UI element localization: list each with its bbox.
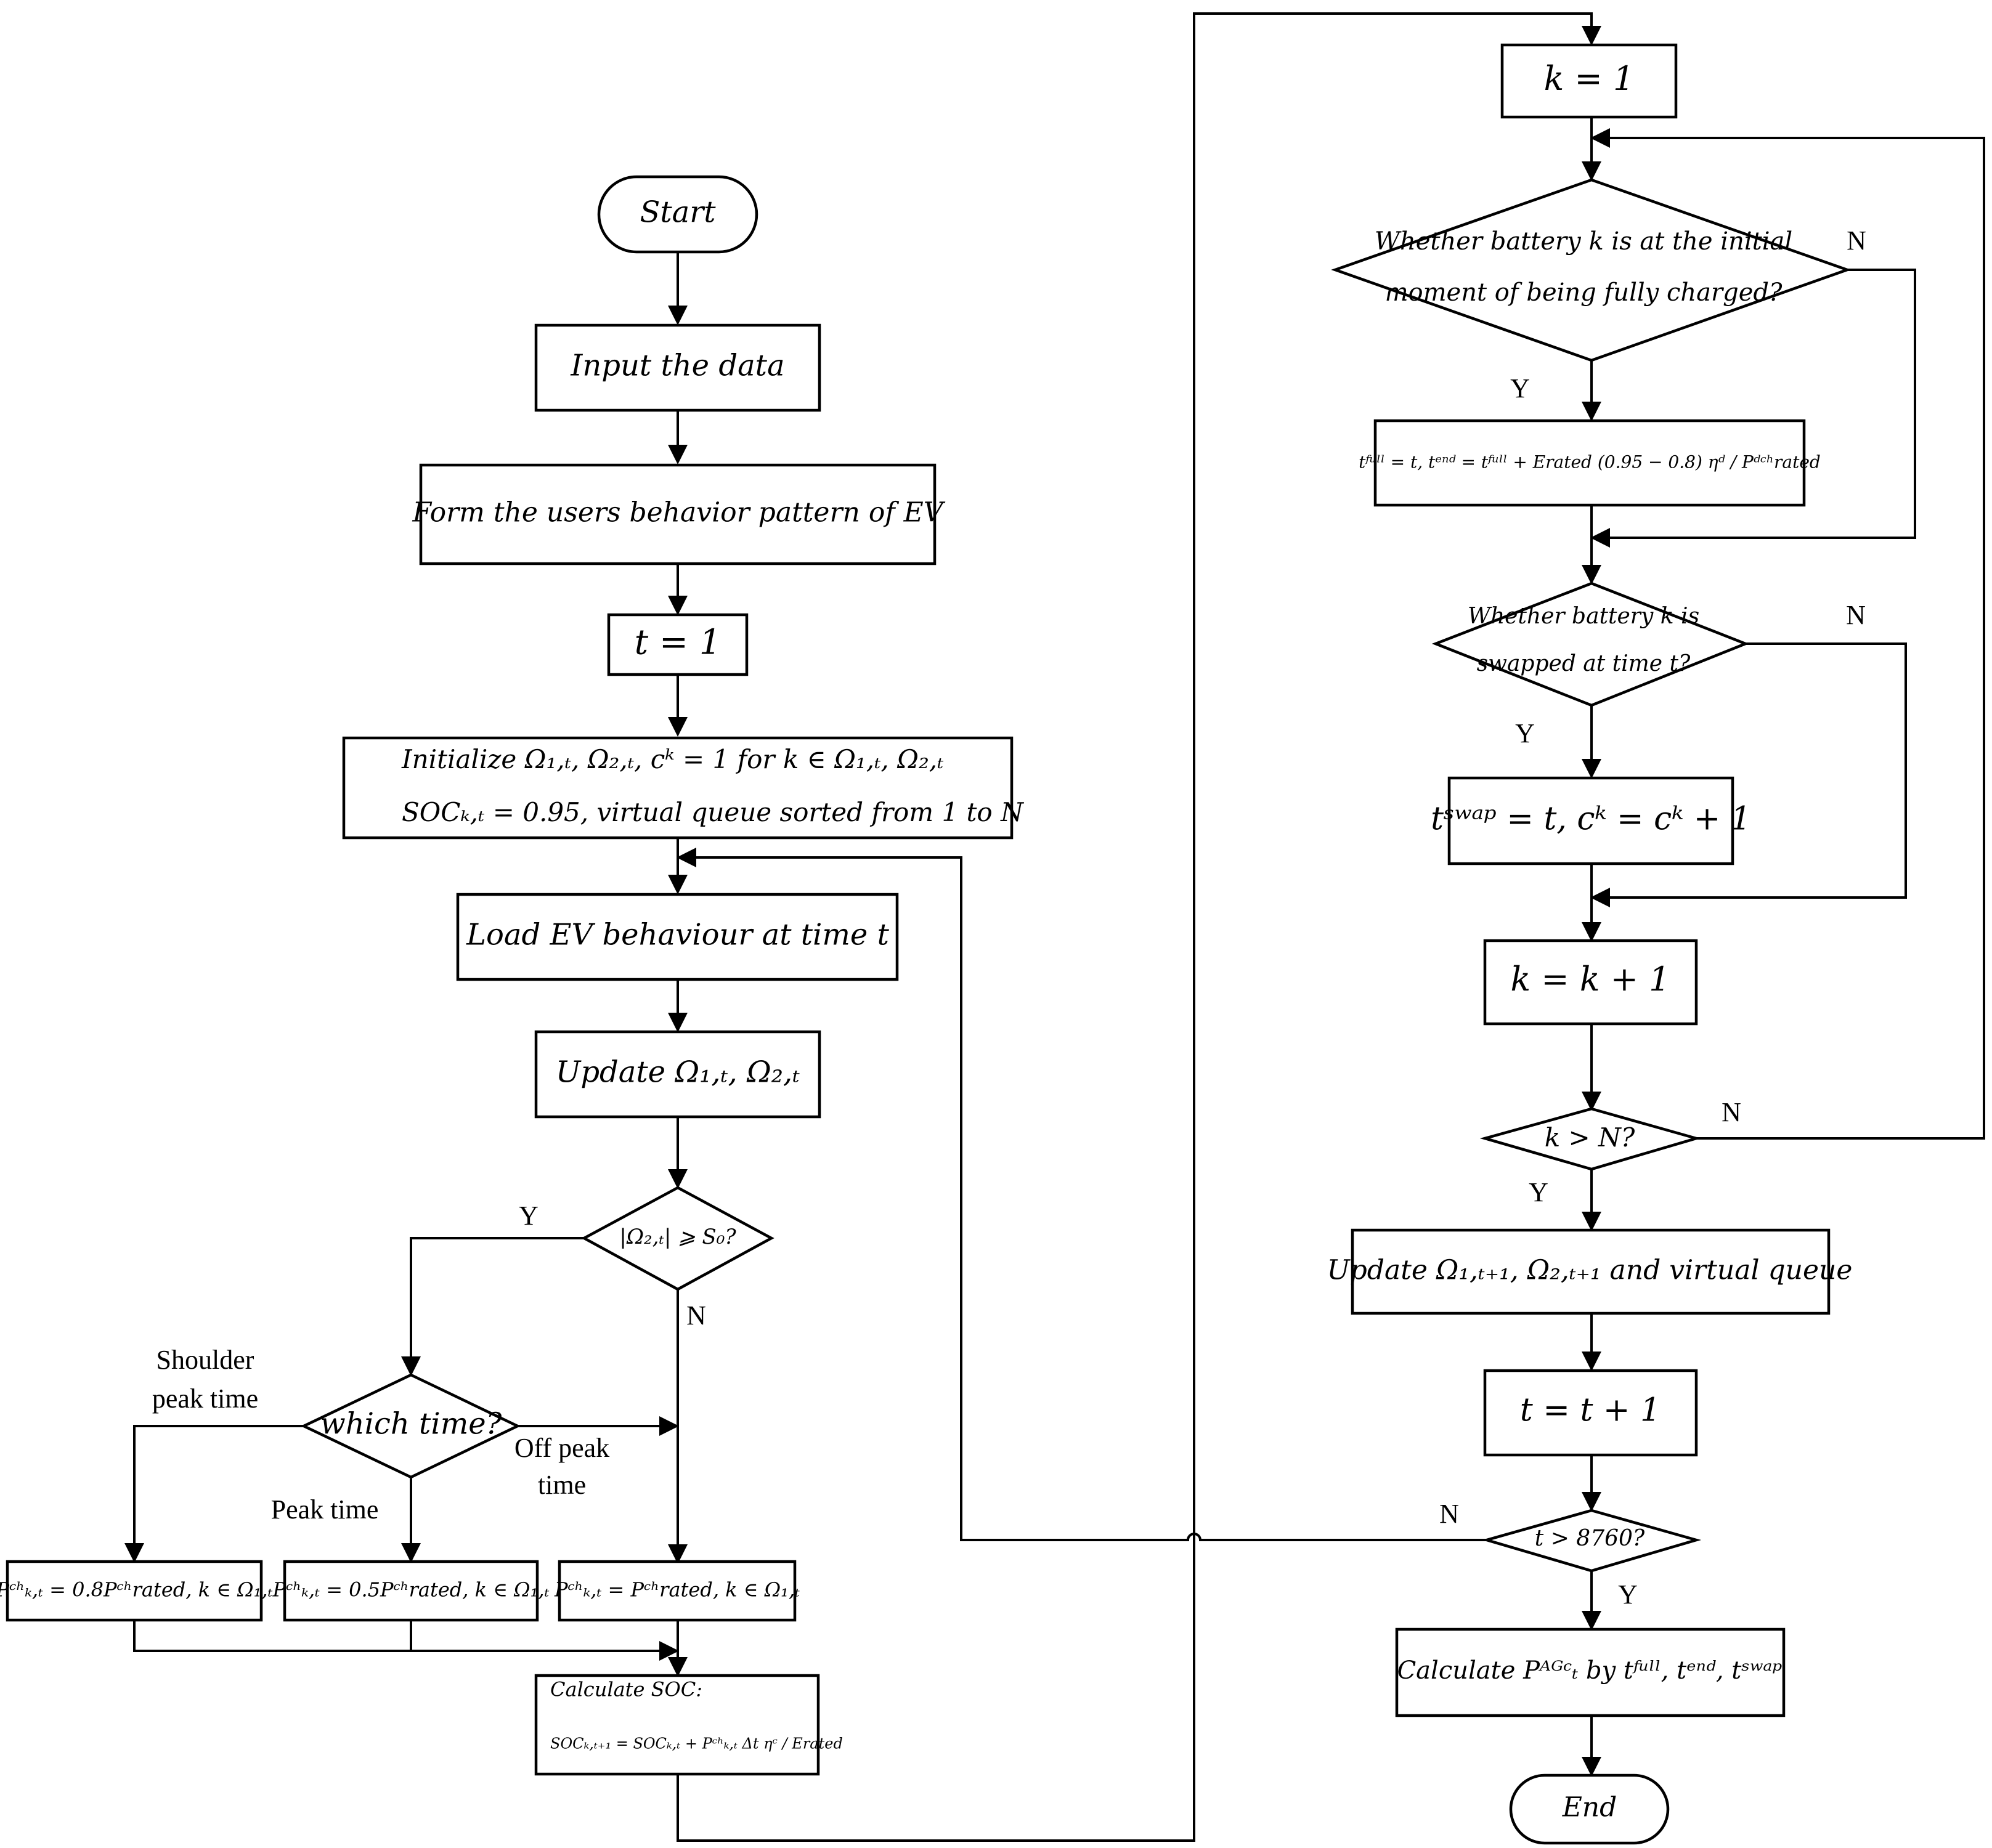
initialize-line-2: SOCₖ,ₜ = 0.95, virtual queue sorted from… [402,797,1024,827]
p-offpeak-label: Pᶜʰₖ,ₜ = Pᶜʰrated, k ∈ Ω₁,ₜ [554,1578,800,1602]
k-increment-label: k = k + 1 [1511,960,1670,999]
input-data-box [534,323,821,412]
edge-kcheck-n [1590,128,1985,1140]
nodes: Start Input the data Form the users beha… [0,43,1853,1845]
label-offpeak-2: time [538,1470,586,1500]
label-kcheck-n: N [1722,1097,1741,1127]
input-data-label: Input the data [570,349,784,383]
calc-soc-title: Calculate SOC: [550,1678,702,1701]
swap-check-line-1: Whether battery k is [1468,604,1699,629]
label-swap-n: N [1846,600,1866,630]
edge-shoulder-merge [133,1620,679,1661]
label-full-n: N [1847,225,1866,256]
t-check-label: t > 8760? [1535,1526,1645,1551]
calc-soc-formula: SOCₖ,ₜ₊₁ = SOCₖ,ₜ + Pᶜʰₖ,ₜ Δt ηᶜ / Erate… [550,1735,843,1753]
edge-calcsoc-kinit [677,12,1601,1842]
update-omega-label: Update Ω₁,ₜ, Ω₂,ₜ [556,1055,800,1090]
update-queue-box [1351,1228,1831,1315]
t-full-update-box [1373,419,1806,507]
t-init-label: t = 1 [635,623,722,663]
p-peak-box [283,1560,539,1622]
initialize-box [342,736,1014,840]
which-time-label: which time? [320,1407,502,1441]
edge-omegacheck-y [401,1237,585,1376]
label-offpeak-1: Off peak [514,1433,609,1463]
edge-swapcheck-n [1590,642,1907,907]
label-omega-n: N [686,1300,706,1331]
label-omega-y: Y [519,1201,539,1231]
t-full-update-label: tᶠᵘˡˡ = t, tᵉⁿᵈ = tᶠᵘˡˡ + Erated (0.95 −… [1359,452,1821,472]
edge-which-shoulder [124,1425,304,1563]
k-init-label: k = 1 [1544,59,1635,98]
end-label: End [1562,1792,1617,1823]
p-offpeak-box [558,1560,797,1622]
edge-fullcheck-n [1590,269,1916,548]
edge-tcheck-n [677,848,1487,1541]
end-terminal [1509,1773,1670,1845]
form-pattern-label: Form the users behavior pattern of EV [412,497,946,529]
edge-labels: Y N Shoulder peak time Peak time Off pea… [152,225,1866,1610]
label-full-y: Y [1510,373,1530,403]
t-increment-label: t = t + 1 [1520,1392,1661,1429]
k-check-diamond [1479,1107,1702,1171]
label-shoulder-1: Shoulder [157,1345,254,1375]
initialize-line-1: Initialize Ω₁,ₜ, Ω₂,ₜ, cᵏ = 1 for k ∈ Ω₁… [401,744,944,774]
load-behaviour-label: Load EV behaviour at time t [466,918,889,952]
label-kcheck-y: Y [1529,1177,1548,1207]
full-check-line-2: moment of being fully charged? [1385,278,1783,307]
label-peak-time: Peak time [271,1494,379,1525]
k-increment-box [1483,939,1698,1026]
calc-soc-box [534,1674,820,1776]
p-shoulder-label: Pᶜʰₖ,ₜ = 0.8Pᶜʰrated, k ∈ Ω₁,ₜ [0,1578,273,1602]
update-omega-box [534,1030,821,1119]
omega-check-diamond [581,1186,774,1291]
full-check-diamond [1331,178,1852,362]
update-queue-label: Update Ω₁,ₜ₊₁, Ω₂,ₜ₊₁ and virtual queue [1327,1255,1853,1286]
label-tcheck-y: Y [1618,1579,1638,1610]
calc-agc-box [1395,1627,1786,1717]
load-behaviour-box [456,893,899,981]
form-pattern-box [419,463,937,565]
full-check-line-1: Whether battery k is at the initial [1375,227,1792,256]
which-time-diamond [300,1373,521,1479]
start-label: Start [640,195,716,230]
edges [124,12,1985,1842]
t-swap-update-box [1447,776,1734,865]
label-shoulder-2: peak time [152,1384,258,1414]
omega-check-label: |Ω₂,ₜ| ⩾ S₀? [619,1225,736,1249]
calc-agc-label: Calculate Pᴬᴳᶜₜ by tᶠᵘˡˡ, tᵉⁿᵈ, tˢʷᵃᵖ [1397,1656,1783,1685]
t-check-diamond [1481,1509,1702,1573]
p-shoulder-box [6,1560,263,1622]
t-init-box [607,613,749,676]
p-peak-label: Pᶜʰₖ,ₜ = 0.5Pᶜʰrated, k ∈ Ω₁,ₜ [272,1578,550,1602]
swap-check-line-2: swapped at time t? [1477,651,1691,676]
label-tcheck-n: N [1439,1499,1459,1529]
t-swap-update-label: tˢʷᵃᵖ = t, cᵏ = cᵏ + 1 [1431,801,1751,838]
k-init-box [1500,43,1678,119]
swap-check-diamond [1431,582,1750,707]
label-swap-y: Y [1515,718,1535,748]
start-terminal [597,175,758,254]
t-increment-box [1483,1369,1698,1457]
k-check-label: k > N? [1545,1122,1635,1153]
